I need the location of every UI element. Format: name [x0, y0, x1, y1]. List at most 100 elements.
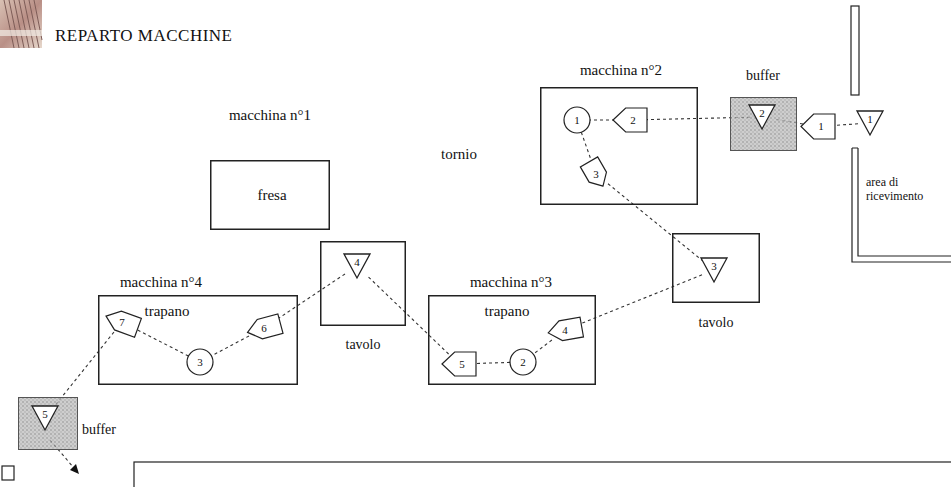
photo-strings [4, 0, 42, 48]
page-title: REPARTO MACCHINE [55, 26, 233, 46]
box-border [211, 161, 330, 230]
triangle-outline [749, 105, 775, 129]
transport-arrow: 7 [104, 309, 140, 335]
box-border [673, 234, 760, 303]
transport-arrow: 2 [612, 107, 648, 133]
operation-circle: 1 [563, 106, 591, 134]
table-label: tavolo [699, 315, 734, 331]
operation-circle: 3 [186, 348, 214, 376]
step-number: 2 [520, 356, 526, 369]
circle-outline [564, 107, 590, 133]
arrow-outline [580, 157, 611, 191]
transport-arrow: 3 [581, 159, 611, 189]
triangle-outline [344, 254, 370, 278]
transport-arrow: 5 [441, 351, 477, 377]
circle-outline [187, 349, 213, 375]
step-number: 2 [630, 114, 636, 127]
exit-band [134, 462, 951, 487]
step-number: 2 [759, 107, 765, 120]
step-number: 7 [119, 316, 125, 329]
step-number: 4 [562, 324, 568, 337]
buffer-area: buffer5 [18, 397, 78, 450]
machine-box: macchina n°2tornio123 [540, 87, 698, 205]
transport-arrow: 4 [547, 317, 583, 343]
area-label: buffer [82, 422, 116, 438]
machine-label: macchina n°1 [229, 107, 311, 124]
step-number: 6 [261, 322, 267, 335]
transport-arrow: 6 [246, 315, 282, 341]
storage-triangle: 3 [699, 256, 729, 284]
flow-line [137, 330, 188, 356]
machine-box: macchina n°4trapano736 [98, 295, 298, 385]
wall [851, 6, 859, 95]
storage-triangle: 5 [30, 404, 60, 432]
area-label: buffer [746, 68, 780, 84]
arrow-outline [442, 352, 476, 376]
step-number: 3 [593, 168, 599, 181]
box-border [321, 242, 406, 326]
machine-label: macchina n°4 [120, 274, 202, 291]
machine-type: fresa [257, 187, 286, 204]
transport-arrow-outline [441, 351, 477, 377]
machine-type: trapano [145, 303, 190, 320]
box-border [429, 296, 596, 385]
flow-line [54, 332, 114, 407]
photo-keys [0, 30, 42, 36]
area-label: area di ricevimento [866, 176, 946, 204]
arrow-outline [547, 317, 584, 343]
storage-triangle: 2 [747, 103, 777, 131]
flow-line [581, 132, 591, 162]
arrow-outline [801, 114, 835, 139]
machine-type: trapano [485, 303, 530, 320]
machine-box: macchina n°1fresa [210, 160, 330, 230]
transport-arrow-outline [612, 107, 648, 133]
box-border [99, 296, 298, 385]
table-label: tavolo [346, 337, 381, 353]
arrow-outline [103, 307, 142, 337]
wall [852, 148, 951, 262]
flow-line [833, 124, 858, 126]
buffer-area: buffer2 [730, 97, 797, 151]
machine-type: tornio [441, 146, 477, 163]
small-box [2, 466, 14, 480]
flow-line [590, 119, 615, 120]
arrow-head [70, 464, 79, 474]
triangle-outline [32, 406, 58, 430]
table-box: tavolo3 [672, 233, 760, 303]
stippled-area [19, 398, 78, 450]
flow-line [533, 340, 552, 354]
flow-line [211, 336, 249, 356]
stippled-area [731, 98, 797, 151]
photo-thumbnail [0, 0, 42, 48]
machine-label: macchina n°3 [470, 274, 552, 291]
step-number: 1 [818, 120, 824, 133]
flow-line [608, 184, 702, 260]
step-number: 4 [354, 256, 360, 269]
flow-line [580, 275, 702, 324]
arrow-outline [613, 108, 647, 132]
photo-ground [0, 0, 42, 48]
table-box: tavolo4 [320, 241, 406, 326]
step-number: 5 [42, 408, 48, 421]
triangle-outline [701, 258, 727, 282]
receiving-area-walls [851, 6, 951, 262]
step-number: 5 [459, 358, 465, 371]
step-number: 1 [867, 113, 873, 126]
machine-label: macchina n°2 [580, 62, 662, 79]
exit-area [2, 440, 951, 487]
transport-arrow-outline [800, 113, 836, 140]
arrow-outline [245, 314, 283, 342]
step-number: 1 [574, 114, 580, 127]
storage-triangle: 1 [855, 109, 885, 137]
step-number: 3 [197, 356, 203, 369]
transport-arrow: 1 [800, 113, 836, 140]
circle-outline [510, 349, 536, 375]
box-border [541, 88, 698, 205]
triangle-outline [857, 111, 883, 135]
machine-box: macchina n°3trapano524 [428, 295, 596, 385]
flow-line [474, 362, 510, 363]
step-number: 3 [711, 260, 717, 273]
operation-circle: 2 [509, 348, 537, 376]
